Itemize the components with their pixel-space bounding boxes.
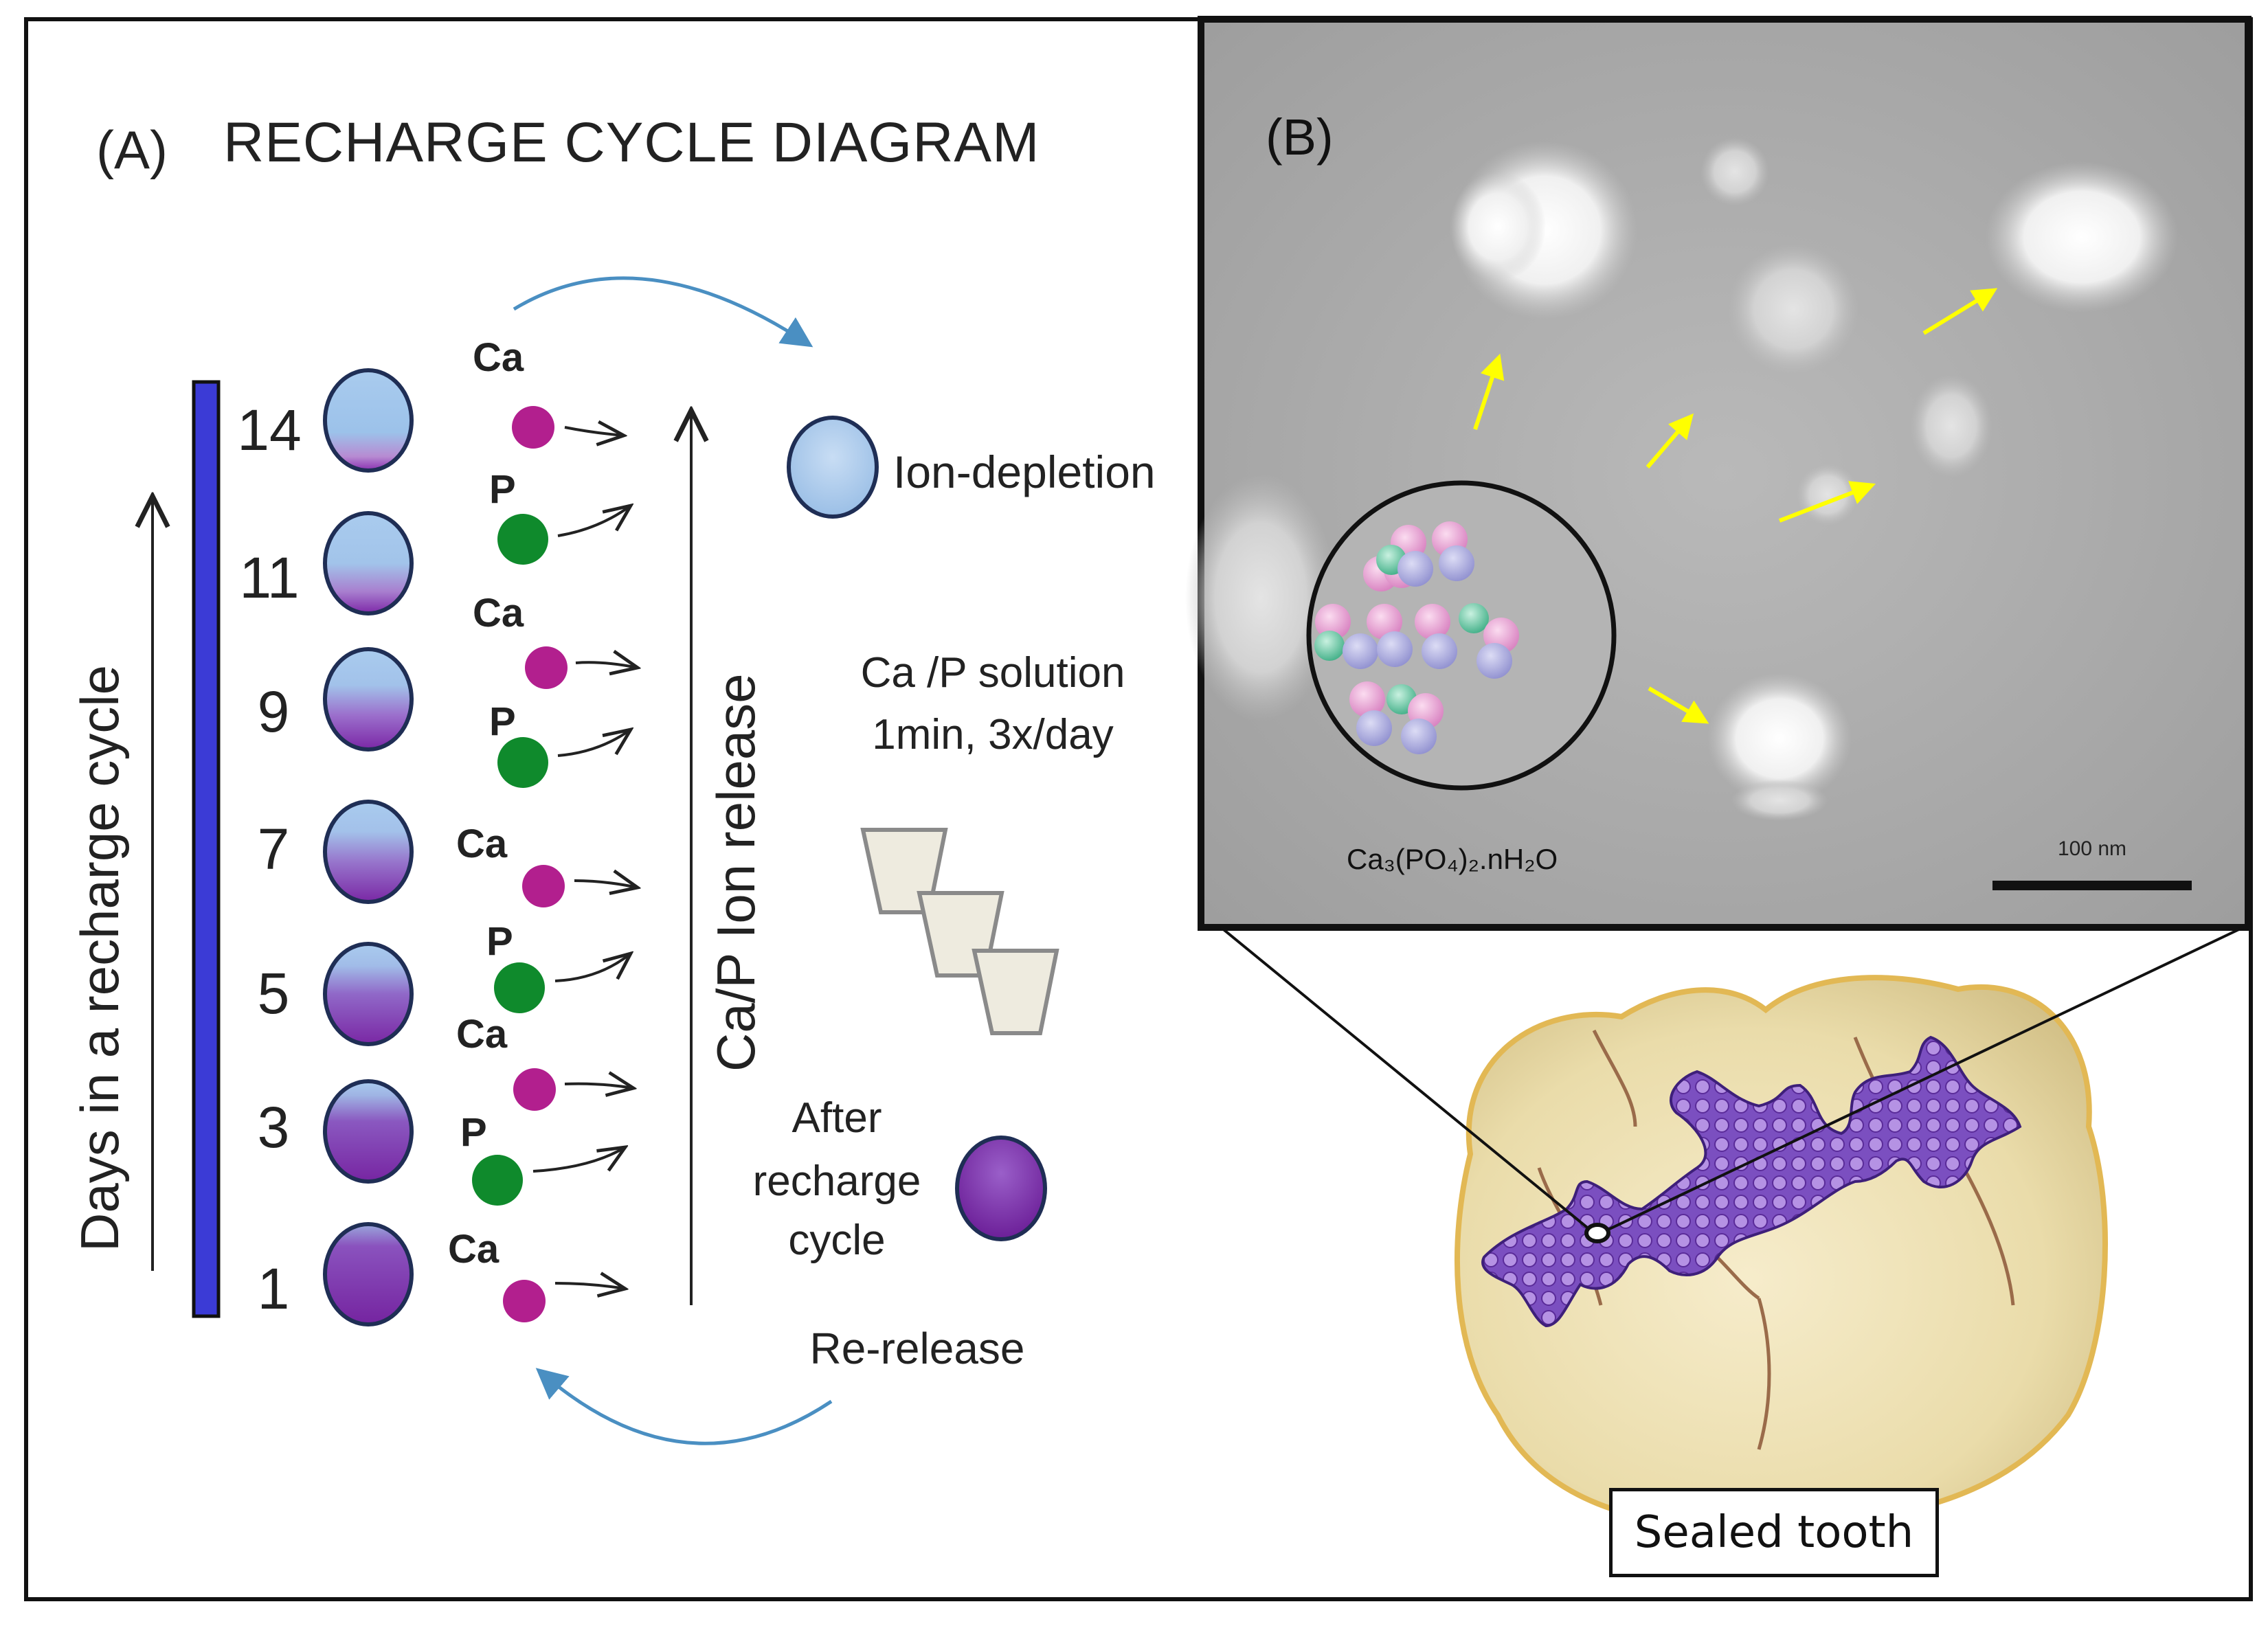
recharge-arrow [513,276,813,348]
filler-particle-day-7 [323,800,414,904]
solution-cups-icon [860,828,1059,1035]
filler-particle-day-3 [323,1079,414,1184]
release-arrow [564,427,624,436]
release-arrow [532,1147,625,1173]
ca-ion [503,1280,546,1322]
tooth-illustration [1220,926,2244,1529]
ion-list: Ca P Ca P Ca P Ca P Ca [448,335,638,1322]
zoom-line [1220,926,1595,1234]
filler-particle-day-1 [323,1222,414,1326]
formula-label: Ca₃(PO₄)₂.nH₂O [1347,843,1558,875]
release-arrow [557,506,631,537]
filler-particle-day-11 [323,511,414,616]
release-arrow [554,1283,625,1289]
ion-label: P [489,467,516,512]
after-label-line1: After [792,1094,882,1142]
panel-a-title: RECHARGE CYCLE DIAGRAM [223,111,1040,174]
yellow-arrow [1922,288,1998,335]
yellow-arrow [1646,413,1694,468]
panel-a: (A) RECHARGE CYCLE DIAGRAM Days in a rec… [69,111,1156,1445]
panel-b-label: (B) [1266,109,1334,166]
yellow-arrow [1648,686,1709,724]
day-label: 3 [258,1095,290,1160]
ion-label: P [489,699,516,744]
ion-depleted-particle [787,416,879,519]
solution-label-line2: 1min, 3x/day [872,711,1114,758]
after-label-line3: cycle [788,1217,885,1264]
ion-label: Ca [473,335,524,380]
nanoparticle [1986,161,2178,313]
calcium-phosphate-cluster-icon [1314,521,1519,754]
ion-label: Ca [473,591,524,635]
after-label-line2: recharge [753,1158,921,1205]
days-axis-label: Days in a recharge cycle [69,665,130,1252]
ca-ion [525,646,568,689]
ca-ion [512,406,554,449]
day-label: 14 [237,398,301,462]
re-release-label: Re-release [809,1324,1024,1373]
ca-ion [513,1068,556,1111]
ion-label: Ca [448,1227,499,1272]
panel-a-label: (A) [96,120,168,180]
nanoparticle [1450,172,1546,282]
ion-label: P [486,919,513,964]
zoom-point [1584,1223,1610,1243]
ca-ion [522,865,565,907]
release-axis-label: Ca/P Ion release [706,673,766,1072]
ion-label: Ca [456,822,508,866]
ion-depletion-label: Ion-depletion [893,447,1156,497]
ion-label: P [460,1110,487,1155]
p-ion [497,514,548,565]
recharged-particle [955,1136,1047,1241]
re-release-arrow [535,1368,833,1445]
release-arrow [564,1084,633,1088]
nanoparticle [1707,673,1852,804]
p-ion [472,1155,523,1206]
nanoparticle [1728,244,1859,374]
filler-particle-day-9 [323,647,414,752]
cycle-bar [192,380,221,1318]
p-ion [497,737,548,788]
release-arrow [575,662,638,668]
release-arrow [554,953,631,982]
nanoparticle [1910,374,1992,477]
nanoparticle [1700,137,1769,206]
filler-particle-day-5 [323,942,414,1046]
release-arrow [557,730,631,757]
solution-label-line1: Ca /P solution [861,649,1125,697]
day-label: 11 [239,545,299,610]
day-label: 7 [258,817,290,881]
scale-bar [1992,881,2192,890]
tooth-label: Sealed tooth [1634,1507,1914,1558]
sealant [1481,1035,2022,1328]
day-label: 5 [258,961,290,1026]
ion-label: Ca [456,1012,508,1057]
zoom-line [1600,926,2244,1234]
p-ion [494,962,545,1013]
filler-particle-day-14 [323,368,414,473]
nanoparticle [1185,474,1336,721]
yellow-arrow [1778,481,1876,523]
scale-bar-label: 100 nm [2058,837,2126,860]
nanoparticle [1731,780,1828,821]
day-label: 9 [258,679,290,744]
release-arrow [574,881,638,888]
yellow-arrow [1473,353,1505,430]
day-label: 1 [258,1256,290,1321]
tooth-label-box: Sealed tooth [1609,1488,1939,1577]
panel-b: Ca₃(PO₄)₂.nH₂O 100 nm (B) [1185,16,2252,931]
